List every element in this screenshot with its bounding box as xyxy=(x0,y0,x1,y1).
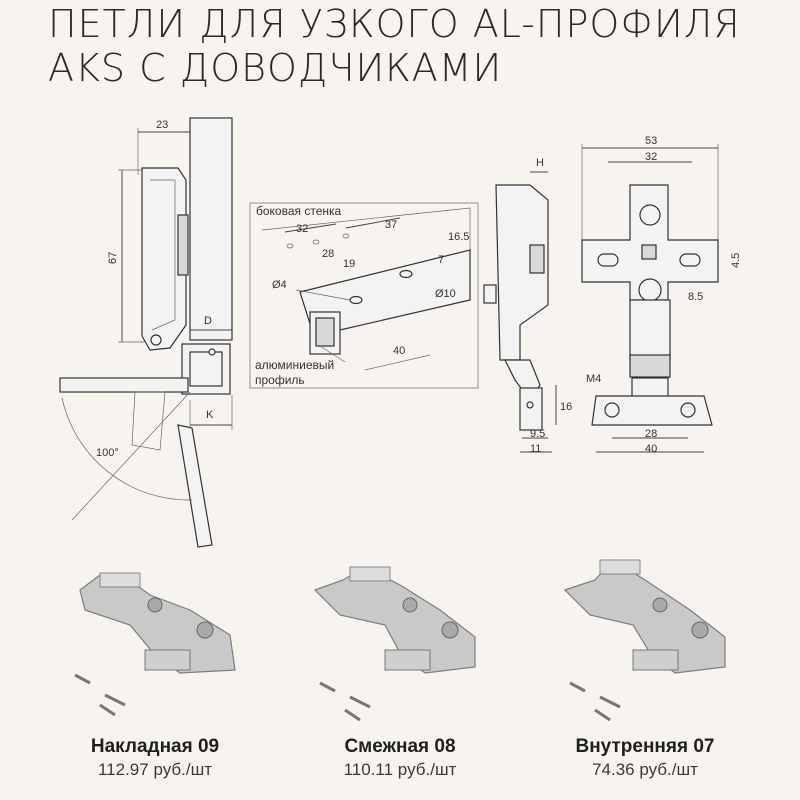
dim-dia10: Ø10 xyxy=(435,288,456,300)
product-overlay: Накладная 09 112.97 руб./шт xyxy=(35,735,275,781)
dim-d: D xyxy=(204,315,212,327)
angle-100: 100° xyxy=(96,447,119,459)
page-title: ПЕТЛИ ДЛЯ УЗКОГО AL-ПРОФИЛЯ AKS С ДОВОДЧ… xyxy=(48,2,741,90)
product-price: 112.97 руб./шт xyxy=(97,760,213,779)
profile-mounting-drawing: боковая стенка 32 37 28 19 16.5 7 Ø4 Ø10… xyxy=(249,202,479,389)
dim-19: 19 xyxy=(343,258,355,270)
hinge-image-inset xyxy=(563,559,726,722)
dim-23: 23 xyxy=(156,119,168,131)
product-name: Внутренняя 07 xyxy=(575,736,715,757)
dim-28b: 28 xyxy=(645,428,657,440)
hinge-image-overlay xyxy=(74,572,236,717)
dim-40b: 40 xyxy=(645,443,657,455)
dim-7: 7 xyxy=(438,254,444,266)
side-view-drawing: 23 67 D K 100° xyxy=(59,117,233,548)
dim-28: 28 xyxy=(322,248,334,260)
dim-8-5: 8.5 xyxy=(688,291,703,303)
dim-16-5: 16.5 xyxy=(448,231,469,243)
title-line-1: ПЕТЛИ ДЛЯ УЗКОГО AL-ПРОФИЛЯ xyxy=(48,2,741,46)
hinge-top-view-drawing: 53 32 4.5 8.5 M4 28 40 xyxy=(581,135,742,455)
dim-9-5: 9.5 xyxy=(530,428,545,440)
dim-4-5: 4.5 xyxy=(730,253,742,268)
hinge-image-corner xyxy=(313,566,476,722)
label-m4: M4 xyxy=(586,373,601,385)
dim-11: 11 xyxy=(530,443,541,455)
dim-h: H xyxy=(536,157,544,169)
dim-67: 67 xyxy=(107,252,119,264)
product-name: Смежная 08 xyxy=(344,736,456,757)
product-name: Накладная 09 xyxy=(90,736,220,757)
label-aluminum: алюминиевый xyxy=(255,358,334,372)
dim-dia4: Ø4 xyxy=(272,279,287,291)
label-side-wall: боковая стенка xyxy=(256,204,342,218)
label-profile: профиль xyxy=(255,373,305,387)
product-price: 110.11 руб./шт xyxy=(343,760,457,779)
dim-53: 53 xyxy=(645,135,657,147)
dim-32b: 32 xyxy=(645,151,657,163)
dim-40: 40 xyxy=(393,345,405,357)
product-corner: Смежная 08 110.11 руб./шт xyxy=(280,735,520,781)
title-line-2: AKS С ДОВОДЧИКАМИ xyxy=(48,46,503,90)
dim-32: 32 xyxy=(296,223,308,235)
dim-16: 16 xyxy=(560,401,572,413)
product-inset: Внутренняя 07 74.36 руб./шт xyxy=(525,735,765,781)
product-price: 74.36 руб./шт xyxy=(592,760,698,779)
dim-k: K xyxy=(206,409,214,421)
dim-37: 37 xyxy=(385,219,397,231)
hinge-side-view-drawing: H 16 9.5 11 xyxy=(483,157,572,455)
